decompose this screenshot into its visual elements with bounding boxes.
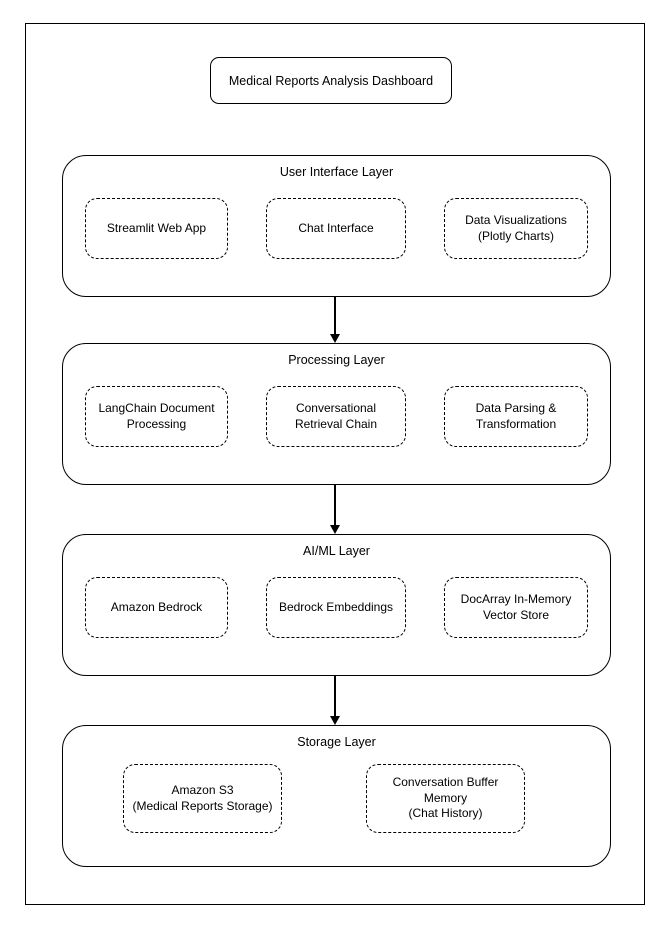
arrow-aiml-to-storage <box>330 676 340 725</box>
arrow-processing-to-aiml <box>330 485 340 534</box>
node-data-visualizations: Data Visualizations (Plotly Charts) <box>444 198 588 259</box>
node-amazon-bedrock: Amazon Bedrock <box>85 577 228 638</box>
node-bedrock-embeddings: Bedrock Embeddings <box>266 577 406 638</box>
node-docarray-vector-store: DocArray In-Memory Vector Store <box>444 577 588 638</box>
diagram-outer-border <box>25 23 645 905</box>
node-amazon-s3: Amazon S3 (Medical Reports Storage) <box>123 764 282 833</box>
layer-user-interface: User Interface Layer Streamlit Web App C… <box>62 155 611 297</box>
arrow-shaft <box>334 676 336 717</box>
layer-user-interface-label: User Interface Layer <box>279 165 394 179</box>
layer-aiml-label: AI/ML Layer <box>303 544 370 558</box>
layer-processing: Processing Layer LangChain Document Proc… <box>62 343 611 485</box>
arrow-shaft <box>334 485 336 526</box>
arrow-head-icon <box>330 525 340 534</box>
node-conversation-buffer-memory: Conversation Buffer Memory (Chat History… <box>366 764 525 833</box>
node-streamlit-web-app: Streamlit Web App <box>85 198 228 259</box>
layer-aiml: AI/ML Layer Amazon Bedrock Bedrock Embed… <box>62 534 611 676</box>
arrow-ui-to-processing <box>330 297 340 343</box>
layer-storage-label: Storage Layer <box>297 735 376 749</box>
diagram-title-box: Medical Reports Analysis Dashboard <box>210 57 452 104</box>
arrow-head-icon <box>330 334 340 343</box>
node-langchain-document-processing: LangChain Document Processing <box>85 386 228 447</box>
arrow-shaft <box>334 297 336 335</box>
node-data-parsing-transformation: Data Parsing & Transformation <box>444 386 588 447</box>
layer-processing-label: Processing Layer <box>288 353 385 367</box>
layer-storage: Storage Layer Amazon S3 (Medical Reports… <box>62 725 611 867</box>
diagram-title: Medical Reports Analysis Dashboard <box>228 73 434 88</box>
node-conversational-retrieval-chain: Conversational Retrieval Chain <box>266 386 406 447</box>
arrow-head-icon <box>330 716 340 725</box>
node-chat-interface: Chat Interface <box>266 198 406 259</box>
